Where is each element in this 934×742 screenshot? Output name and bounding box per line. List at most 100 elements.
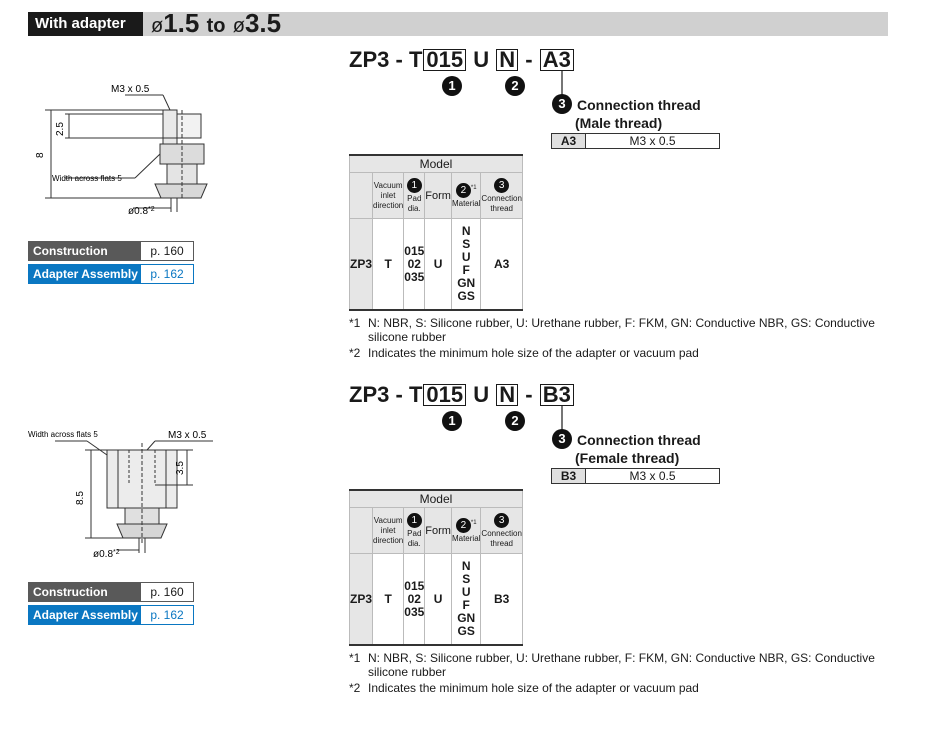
drawing-dim-8: 8 [35,152,46,158]
code2-prefix: ZP3 [349,382,390,407]
model-caption: Model [349,154,523,173]
ref-adapter-1[interactable]: Adapter Assembly p. 162 [28,264,194,284]
drawing2-dim-8-5: 8.5 [75,491,86,505]
drawing-hole: ø0.8*2 [128,206,155,217]
ref-adapter-label: Adapter Assembly [28,264,140,284]
code-pad: 015 [423,49,467,71]
note2-2-text: Indicates the minimum hole size of the a… [368,681,699,695]
code-dash: - [395,47,403,72]
drawing2-dim-3-5: 3.5 [175,461,186,475]
dia-symbol: ø [151,15,164,37]
ref-construction-page[interactable]: p. 160 [140,241,194,261]
code2-dash-2: - [525,382,533,407]
callout2-3-icon: 3 [552,429,572,449]
dia-from: 1.5 [163,8,200,38]
code2-pad: 015 [423,384,467,406]
code-prefix: ZP3 [349,47,390,72]
cell2-vacuum: T [372,553,405,646]
callout2-3-leader [561,405,563,431]
code-form: U [473,47,490,72]
col2-form: Form [424,507,452,554]
conn-title-2: Connection thread [577,432,701,448]
drawing2-hole: ø0.8*2 [93,549,120,560]
ref-adapter-2[interactable]: Adapter Assembly p. 162 [28,605,194,625]
ref-construction-1[interactable]: Construction p. 160 [28,241,194,261]
code2-form: U [473,382,490,407]
note2-1: *1 N: NBR, S: Silicone rubber, U: Uretha… [349,651,889,679]
code-dash-2: - [525,47,533,72]
header-bar [28,12,888,36]
code-suffix: A3 [539,49,574,71]
male-adapter-drawing: M3 x 0.5 2.5 8 Width across flats 5 ø0.8… [35,84,208,217]
code2-material: N [496,384,519,406]
drawing-thread-label: M3 x 0.5 [111,84,150,95]
drawing-flats: Width across flats 5 [52,174,122,183]
code2-suffix: B3 [539,384,574,406]
note-1: *1 N: NBR, S: Silicone rubber, U: Uretha… [349,316,889,344]
thread-value: M3 x 0.5 [585,133,720,149]
conn-sub-2: (Female thread) [575,450,680,466]
header-title: ø1.5 to ø3.5 [151,8,281,41]
note-2: *2 Indicates the minimum hole size of th… [349,346,889,360]
callout-3-icon: 3 [552,94,572,114]
code-type: T [408,47,423,72]
model-caption-2: Model [349,489,523,508]
drawing-dim-2-5: 2.5 [55,122,66,136]
ref-adapter-page[interactable]: p. 162 [140,264,194,284]
ref-construction-page-2[interactable]: p. 160 [140,582,194,602]
thread-code-2: B3 [551,468,586,484]
drawing2-thread-label: M3 x 0.5 [168,430,207,441]
note2-1-text: N: NBR, S: Silicone rubber, U: Urethane … [368,651,875,679]
cell-connection: A3 [480,218,523,311]
row2-zp3: ZP3 [348,553,374,646]
thread-value-2: M3 x 0.5 [585,468,720,484]
drawing2-flats: Width across flats 5 [28,430,98,439]
to-word: to [206,15,226,37]
col2-blank [348,507,374,554]
code2-dash: - [395,382,403,407]
code2-type: T [408,382,423,407]
cell-vacuum: T [372,218,405,311]
dia-to: 3.5 [244,8,282,38]
cell2-connection: B3 [480,553,523,646]
row-zp3: ZP3 [348,218,374,311]
cell-form: U [424,218,452,311]
col-form: Form [424,172,452,219]
note2-2-mark: *2 [349,681,361,695]
ref-construction-2[interactable]: Construction p. 160 [28,582,194,602]
note-1-mark: *1 [349,316,361,330]
thread-code: A3 [551,133,586,149]
note-2-mark: *2 [349,346,361,360]
note2-1-mark: *1 [349,651,361,665]
callout2-1-icon: 1 [442,411,462,431]
callout-2-icon: 2 [505,76,525,96]
ref-construction-label-2: Construction [28,582,140,602]
note-2-text: Indicates the minimum hole size of the a… [368,346,699,360]
ref-adapter-label-2: Adapter Assembly [28,605,140,625]
conn-sub: (Male thread) [575,115,663,131]
code-material: N [496,49,519,71]
note-1-text: N: NBR, S: Silicone rubber, U: Urethane … [368,316,875,344]
cell2-form: U [424,553,452,646]
ref-adapter-page-2[interactable]: p. 162 [140,605,194,625]
col-blank [348,172,374,219]
note2-2: *2 Indicates the minimum hole size of th… [349,681,889,695]
dia-symbol-2: ø [232,15,245,37]
header-tag: With adapter [28,12,143,36]
